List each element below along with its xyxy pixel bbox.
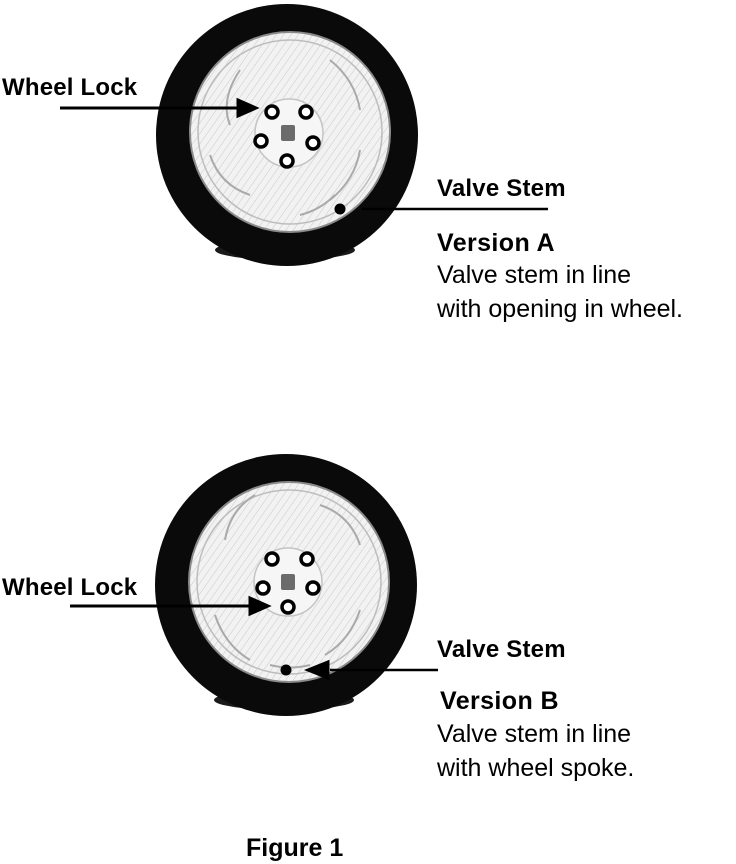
version-b-desc-line-1: Valve stem in line: [437, 720, 632, 748]
wheel-b-lock-arrowhead: [248, 595, 272, 617]
figure-caption: Figure 1: [246, 834, 344, 862]
wheel-b-lock-label: Wheel Lock: [2, 574, 138, 601]
version-b-title: Version B: [440, 687, 559, 715]
wheel-b-crest: [281, 574, 295, 590]
version-a-desc-line-2: with opening in wheel.: [437, 295, 683, 323]
wheel-a-valve-stem-label: Valve Stem: [437, 175, 566, 202]
wheel-b-lug-nuts: [255, 551, 321, 615]
wheel-b-valve-arrowhead: [303, 659, 330, 681]
wheel-a-valve-stem-dot: [334, 203, 346, 215]
wheel-a-lock-label: Wheel Lock: [2, 74, 138, 101]
wheel-a-leaders: [60, 97, 548, 211]
wheel-a-lock-arrowhead: [236, 97, 260, 119]
version-a-desc-line-1: Valve stem in line: [437, 261, 632, 289]
wheel-a-lug-nuts: [253, 104, 321, 169]
version-a-title: Version A: [437, 229, 555, 257]
version-b-desc-line-2: with wheel spoke.: [437, 754, 635, 782]
wheel-b-valve-stem-label: Valve Stem: [437, 636, 566, 663]
wheel-a-spokes: [209, 59, 361, 216]
wheel-b-leaders: [70, 595, 438, 681]
wheel-a-crest: [281, 125, 295, 141]
wheel-b-spokes: [214, 494, 361, 669]
wheel-a: [156, 4, 418, 266]
wheel-b: [155, 454, 417, 716]
wheel-b-valve-stem-dot: [280, 664, 292, 676]
